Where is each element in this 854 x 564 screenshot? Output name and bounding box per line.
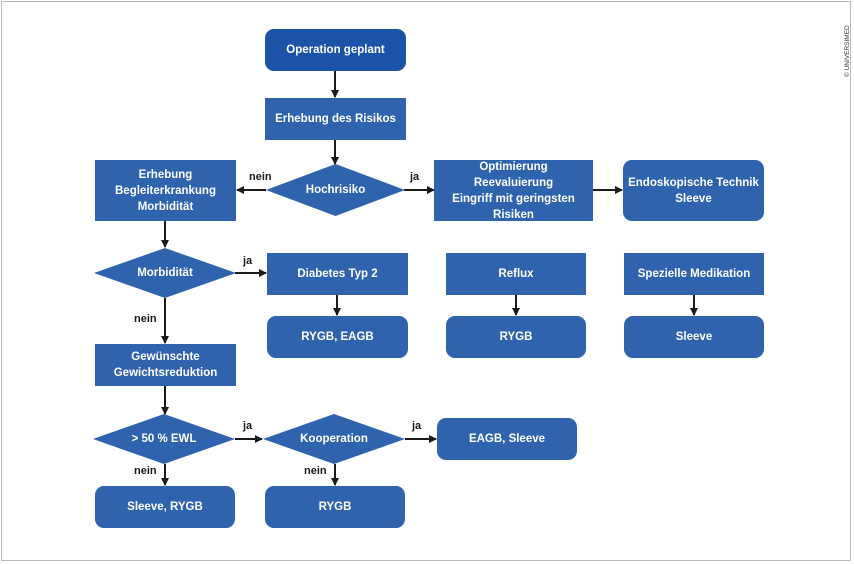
node-spezielle-medikation: Spezielle Medikation bbox=[624, 253, 764, 295]
node-gewichtsreduktion: Gewünschte Gewichtsreduktion bbox=[95, 344, 236, 386]
decision-hochrisiko-label: Hochrisiko bbox=[305, 184, 366, 196]
node-eagb-sleeve: EAGB, Sleeve bbox=[437, 418, 577, 460]
copyright-text: © UNIVERSIMED bbox=[844, 25, 851, 77]
label-morbiditaet-nein: nein bbox=[134, 313, 157, 325]
node-begleiterkrankung: Erhebung Begleiterkrankung Morbidität bbox=[95, 160, 236, 221]
decision-morbiditaet: Morbidität bbox=[94, 248, 236, 298]
node-rygb-kooperation: RYGB bbox=[265, 486, 405, 528]
decision-kooperation: Kooperation bbox=[263, 414, 405, 464]
node-rygb-reflux: RYGB bbox=[446, 316, 586, 358]
node-diabetes-typ-2: Diabetes Typ 2 bbox=[267, 253, 408, 295]
label-kooperation-ja: ja bbox=[412, 420, 422, 432]
node-erhebung-risikos: Erhebung des Risikos bbox=[265, 98, 406, 140]
label-ewl-ja: ja bbox=[243, 420, 253, 432]
label-hochrisiko-ja: ja bbox=[410, 171, 420, 183]
decision-kooperation-label: Kooperation bbox=[300, 433, 368, 445]
node-rygb-eagb: RYGB, EAGB bbox=[267, 316, 408, 358]
node-operation-geplant: Operation geplant bbox=[265, 29, 406, 71]
label-morbiditaet-ja: ja bbox=[243, 255, 253, 267]
decision-hochrisiko: Hochrisiko bbox=[266, 164, 405, 216]
node-optimierung: Optimierung Reevaluierung Eingriff mit g… bbox=[434, 160, 593, 221]
label-hochrisiko-nein: nein bbox=[249, 171, 272, 183]
decision-ewl: > 50 % EWL bbox=[93, 414, 235, 464]
node-sleeve-rygb: Sleeve, RYGB bbox=[95, 486, 235, 528]
decision-ewl-label: > 50 % EWL bbox=[131, 433, 197, 445]
label-ewl-nein: nein bbox=[134, 465, 157, 477]
node-endoskopische-technik: Endoskopische Technik Sleeve bbox=[623, 160, 764, 221]
node-reflux: Reflux bbox=[446, 253, 586, 295]
decision-morbiditaet-label: Morbidität bbox=[137, 267, 193, 279]
label-kooperation-nein: nein bbox=[304, 465, 327, 477]
node-sleeve-medikation: Sleeve bbox=[624, 316, 764, 358]
